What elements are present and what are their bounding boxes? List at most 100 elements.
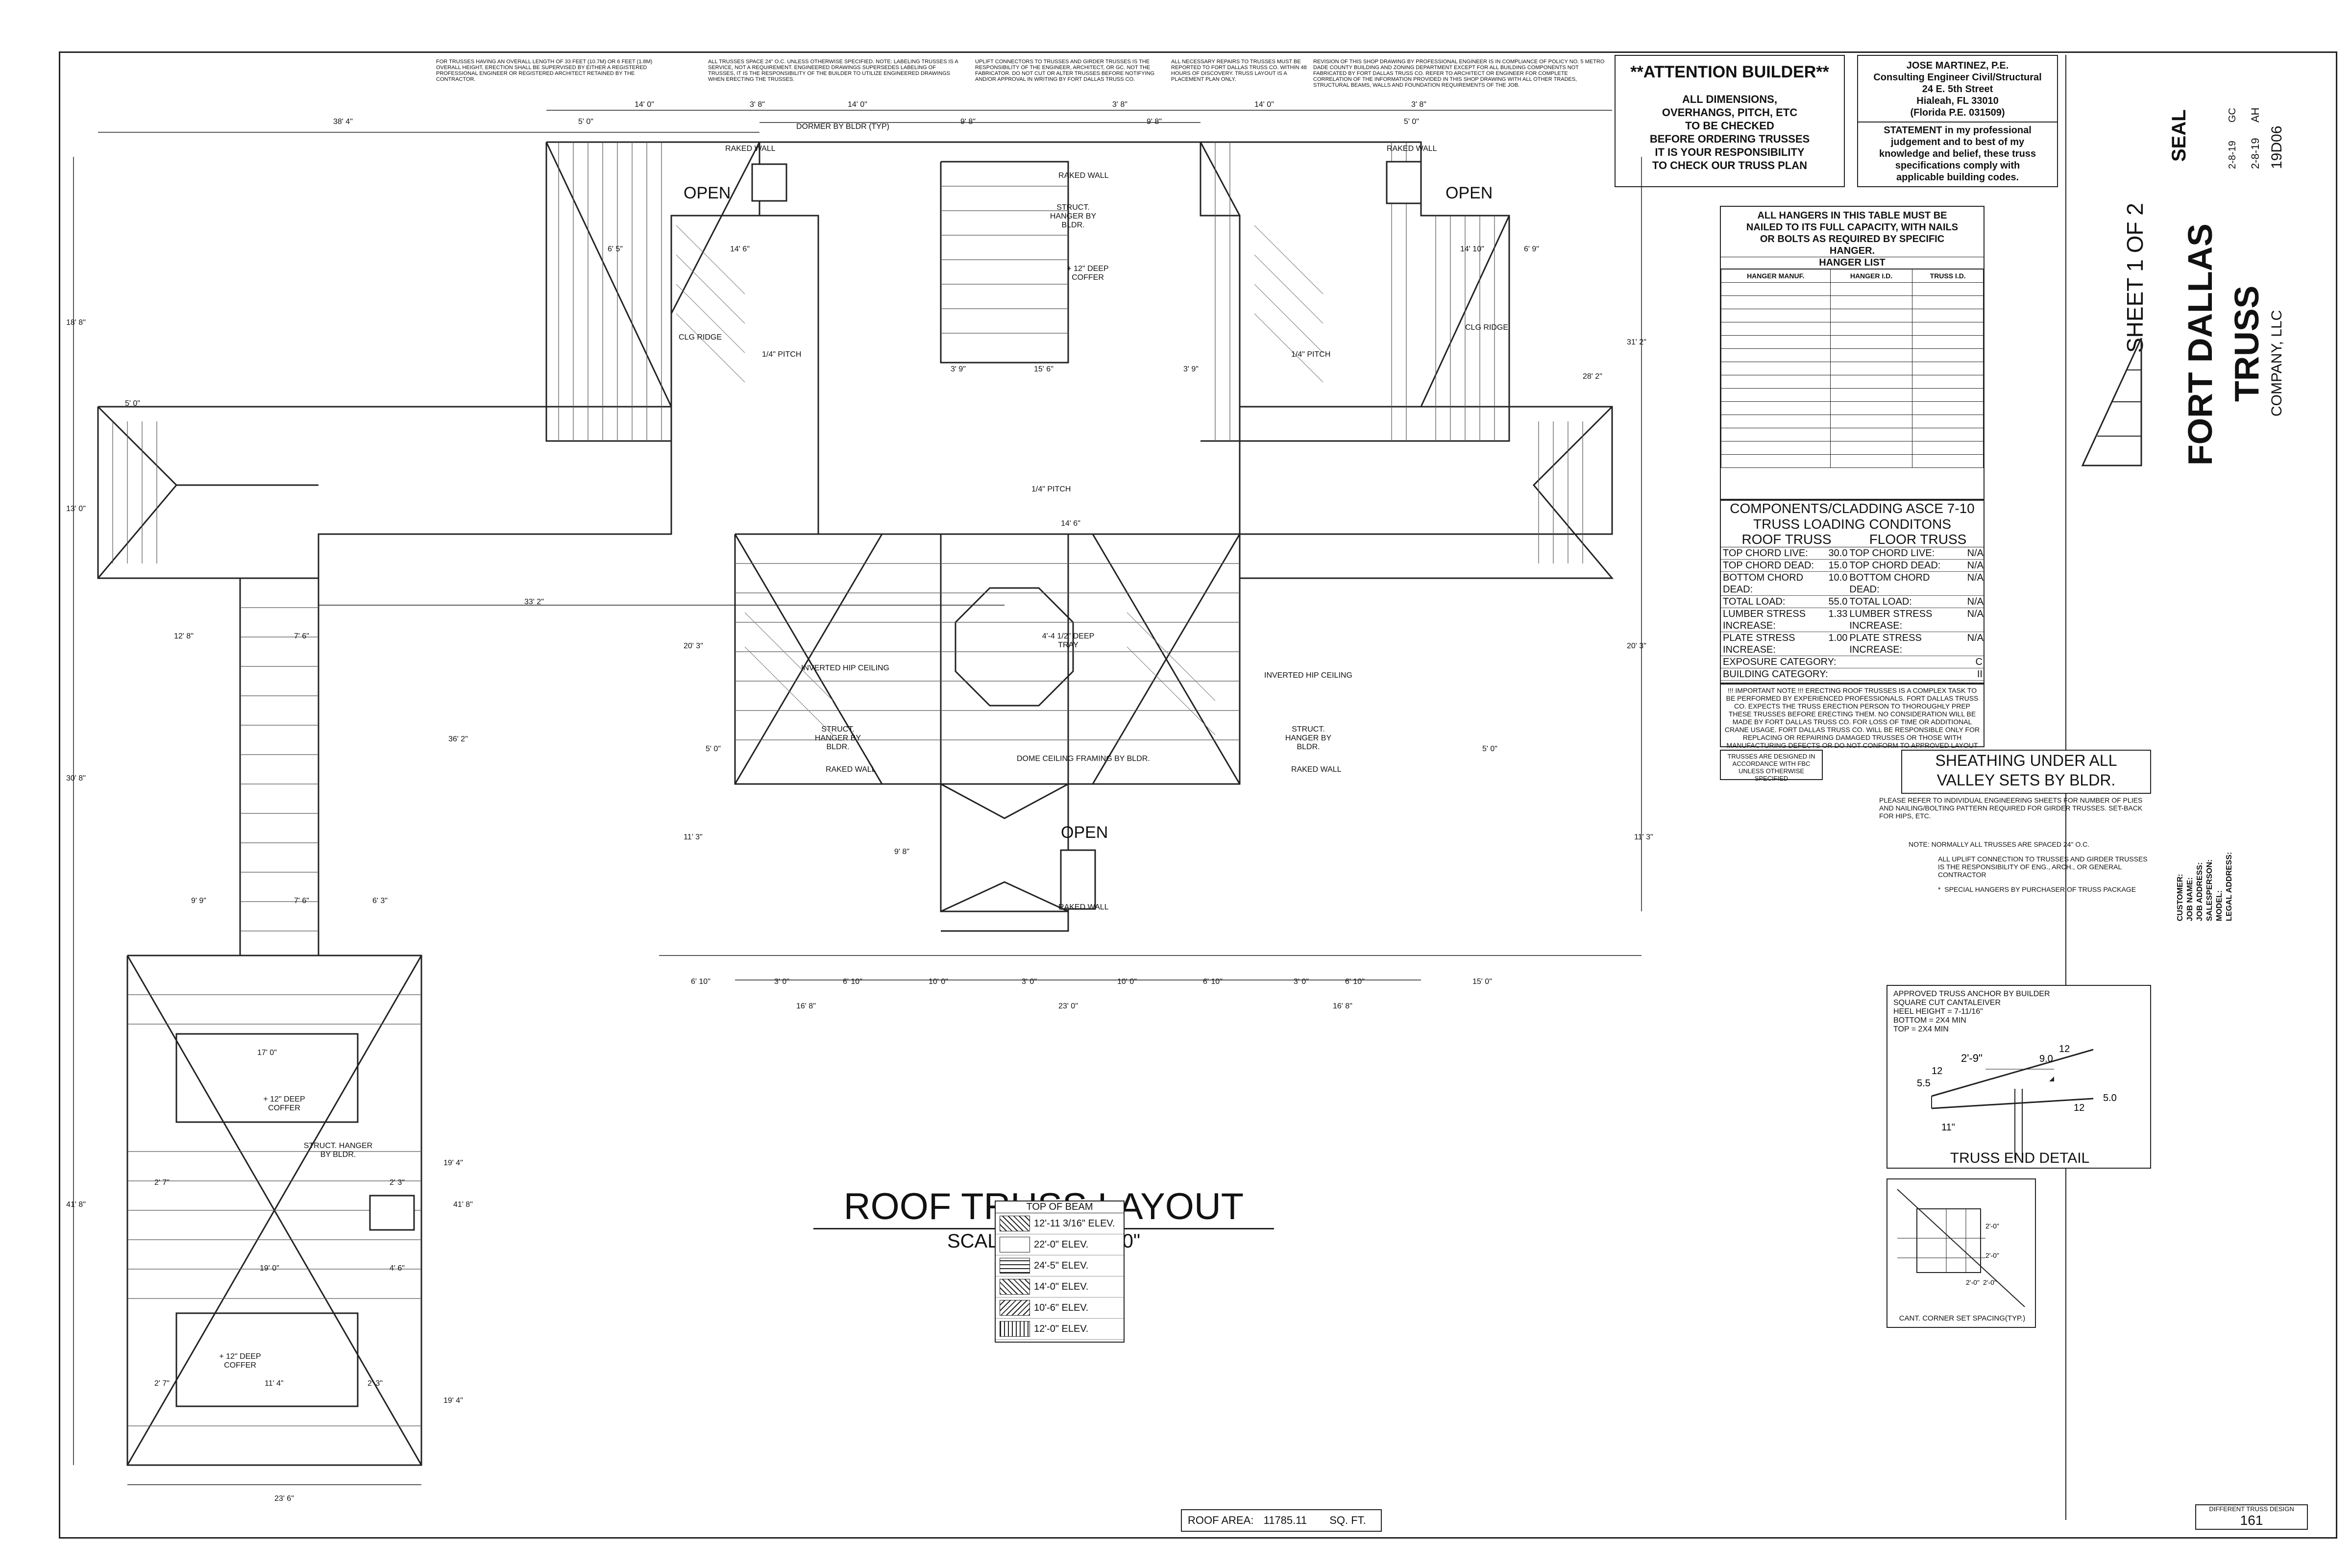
customer-block: CUSTOMER: JOB NAME: JOB ADDRESS: SALESPE… xyxy=(2176,852,2234,921)
truss-end-title: TRUSS END DETAIL xyxy=(1950,1150,2090,1166)
legal-address-label: LEGAL ADDRESS: xyxy=(2225,852,2233,921)
hanger-list-title: HANGER LIST xyxy=(1721,257,1984,269)
dimension-label: 6' 10" xyxy=(843,978,862,986)
hanger-col: TRUSS I.D. xyxy=(1912,269,1984,283)
dimension-label: 15' 6" xyxy=(1034,365,1054,373)
dim-label: 12 xyxy=(2074,1102,2084,1113)
roof-area-box: ROOF AREA: 11785.11 SQ. FT. xyxy=(1181,1509,1382,1532)
dimension-label: 41' 8" xyxy=(66,1200,86,1209)
struct-hanger-label: STRUCT. HANGER BY BLDR. xyxy=(1050,203,1097,229)
note-repairs: ALL NECESSARY REPAIRS TO TRUSSES MUST BE… xyxy=(1171,59,1307,82)
statement-line: specifications comply with xyxy=(1895,160,2020,171)
drawn-date: 2-8-19 xyxy=(2249,138,2261,169)
job-name-label: JOB NAME: xyxy=(2186,877,2194,921)
dimension-label: 5' 0" xyxy=(706,745,721,753)
dimension-label: 11' 3" xyxy=(684,833,703,841)
dimension-label: 3' 9" xyxy=(1183,365,1199,373)
struct-hanger-label: STRUCT. HANGER BY BLDR. xyxy=(814,725,861,751)
hanger-grid: HANGER MANUF. HANGER I.D. TRUSS I.D. xyxy=(1721,269,1984,468)
legend-title: TOP OF BEAM xyxy=(996,1201,1124,1213)
page-number: 161 xyxy=(2240,1513,2263,1528)
dimension-label: 4' 6" xyxy=(390,1264,405,1273)
dim-label: 12 xyxy=(2059,1044,2070,1054)
load-extra-row: EXPOSURE CATEGORY:C xyxy=(1721,656,1984,668)
legend-label: 12'-11 3/16" ELEV. xyxy=(1034,1218,1115,1229)
load-cell: 1.33 xyxy=(1828,609,1848,619)
dimension-label: 14' 10" xyxy=(1460,245,1484,253)
dormer-label: DORMER BY BLDR (TYP) xyxy=(796,122,889,131)
struct-hanger-label: STRUCT. HANGER BY BLDR. xyxy=(303,1142,373,1159)
sheathing-line: SHEATHING UNDER ALL xyxy=(1935,752,2117,769)
dimension-label: 3' 8" xyxy=(1411,100,1426,109)
dim-label: 2'-0" xyxy=(1966,1278,1980,1286)
dimension-label: 14' 6" xyxy=(730,245,750,253)
dimension-label: 33' 2" xyxy=(524,598,544,606)
dimension-label: 2' 7" xyxy=(154,1379,170,1388)
dimension-label: 5' 0" xyxy=(578,118,593,126)
load-cell: TOTAL LOAD: xyxy=(1723,596,1786,607)
dimension-label: 14' 0" xyxy=(848,100,867,109)
load-extra-row: BUILDING CATEGORY:II xyxy=(1721,668,1984,681)
attention-title: **ATTENTION BUILDER** xyxy=(1630,63,1829,81)
company-line: FORT DALLAS xyxy=(2181,223,2219,466)
legend-row: 12'-11 3/16" ELEV. xyxy=(996,1213,1124,1234)
dimension-label: 19' 4" xyxy=(443,1159,463,1167)
attention-line: ALL DIMENSIONS, xyxy=(1682,93,1777,105)
dimension-label: 3' 0" xyxy=(1022,978,1037,986)
fbc-note: TRUSSES ARE DESIGNED IN ACCORDANCE WITH … xyxy=(1720,750,1823,782)
dimension-label: 11' 4" xyxy=(265,1379,284,1388)
dimension-label: 13' 0" xyxy=(66,505,86,513)
customer-label: CUSTOMER: xyxy=(2176,874,2184,921)
dimension-label: 6' 10" xyxy=(691,978,710,986)
sheathing-box: SHEATHING UNDER ALL VALLEY SETS BY BLDR. xyxy=(1901,750,2151,794)
dim-label: 2'-0" xyxy=(1985,1222,1999,1230)
legend-row: 24'-5" ELEV. xyxy=(996,1255,1124,1276)
note-spacing: ALL TRUSSES SPACE 24" O.C. UNLESS OTHERW… xyxy=(708,59,958,82)
legend-row: 14'-0" ELEV. xyxy=(996,1276,1124,1298)
load-cell: N/A xyxy=(1967,609,1984,619)
cant-corner-detail: 2'-0" 2'-0" 2'-0" 2'-0" CANT. CORNER SET… xyxy=(1886,1178,2036,1328)
load-cell: TOP CHORD LIVE: xyxy=(1723,548,1808,559)
load-cell: TOP CHORD DEAD: xyxy=(1723,560,1814,571)
dim-label: 5.0 xyxy=(2103,1093,2117,1103)
dimension-label: 15' 0" xyxy=(1472,978,1492,986)
coffer-label: + 12" DEEP COFFER xyxy=(1067,265,1109,282)
dimension-label: 19' 0" xyxy=(260,1264,279,1273)
hanger-note: NAILED TO ITS FULL CAPACITY, WITH NAILS xyxy=(1746,222,1959,233)
load-extra-value: II xyxy=(1977,669,1983,680)
truss-end-drawing: 2'-9" 9.0 12 5.5 12 11" 5.0 12 xyxy=(1917,1044,2117,1160)
dimension-label: 20' 3" xyxy=(684,642,703,650)
dome-label: DOME CEILING FRAMING BY BLDR. xyxy=(1017,755,1150,763)
refer-note: PLEASE REFER TO INDIVIDUAL ENGINEERING S… xyxy=(1879,796,2143,820)
load-cell: TOP CHORD DEAD: xyxy=(1849,560,1941,571)
dimension-label: 3' 0" xyxy=(774,978,789,986)
company-llc: COMPANY, LLC xyxy=(2269,310,2285,416)
engineer-line: (Florida P.E. 031509) xyxy=(1910,107,2005,118)
dimension-label: 6' 10" xyxy=(1345,978,1365,986)
raked-wall-label: RAKED WALL xyxy=(1058,903,1109,911)
dimension-label: 28' 2" xyxy=(1583,372,1602,381)
legend-row: 12'-0" ELEV. xyxy=(996,1319,1124,1340)
dimension-label: 2' 7" xyxy=(154,1178,170,1187)
legend-swatch xyxy=(1000,1237,1030,1252)
statement-line: judgement and to best of my xyxy=(1890,137,2025,147)
dimension-label: 14' 6" xyxy=(1061,519,1080,528)
dimension-label: 16' 8" xyxy=(796,1002,816,1010)
company-logo xyxy=(2081,338,2142,466)
dimension-label: 7' 6" xyxy=(294,632,309,640)
hanger-note: OR BOLTS AS REQUIRED BY SPECIFIC xyxy=(1760,234,1945,245)
legend-row: 10'-6" ELEV. xyxy=(996,1298,1124,1319)
pitch-label: 1/4" PITCH xyxy=(762,350,802,359)
truss-end-line: TOP = 2x4 MIN xyxy=(1893,1025,1949,1033)
engineer-line: Hialeah, FL 33010 xyxy=(1916,96,1999,106)
tray-label: 4'-4 1/2" DEEP TRAY xyxy=(1042,632,1095,649)
struct-hanger-label: STRUCT. HANGER BY BLDR. xyxy=(1285,725,1332,751)
legend-label: 14'-0" ELEV. xyxy=(1034,1281,1089,1292)
raked-wall-label: RAKED WALL xyxy=(1058,172,1109,180)
inverted-hip-label: INVERTED HIP CEILING xyxy=(1264,671,1352,680)
load-extra-label: EXPOSURE CATEGORY: xyxy=(1723,657,1837,667)
model-label: MODEL: xyxy=(2215,890,2224,921)
dimension-label: 2' 3" xyxy=(390,1178,405,1187)
coffer-label: + 12" DEEP COFFER xyxy=(219,1352,261,1370)
